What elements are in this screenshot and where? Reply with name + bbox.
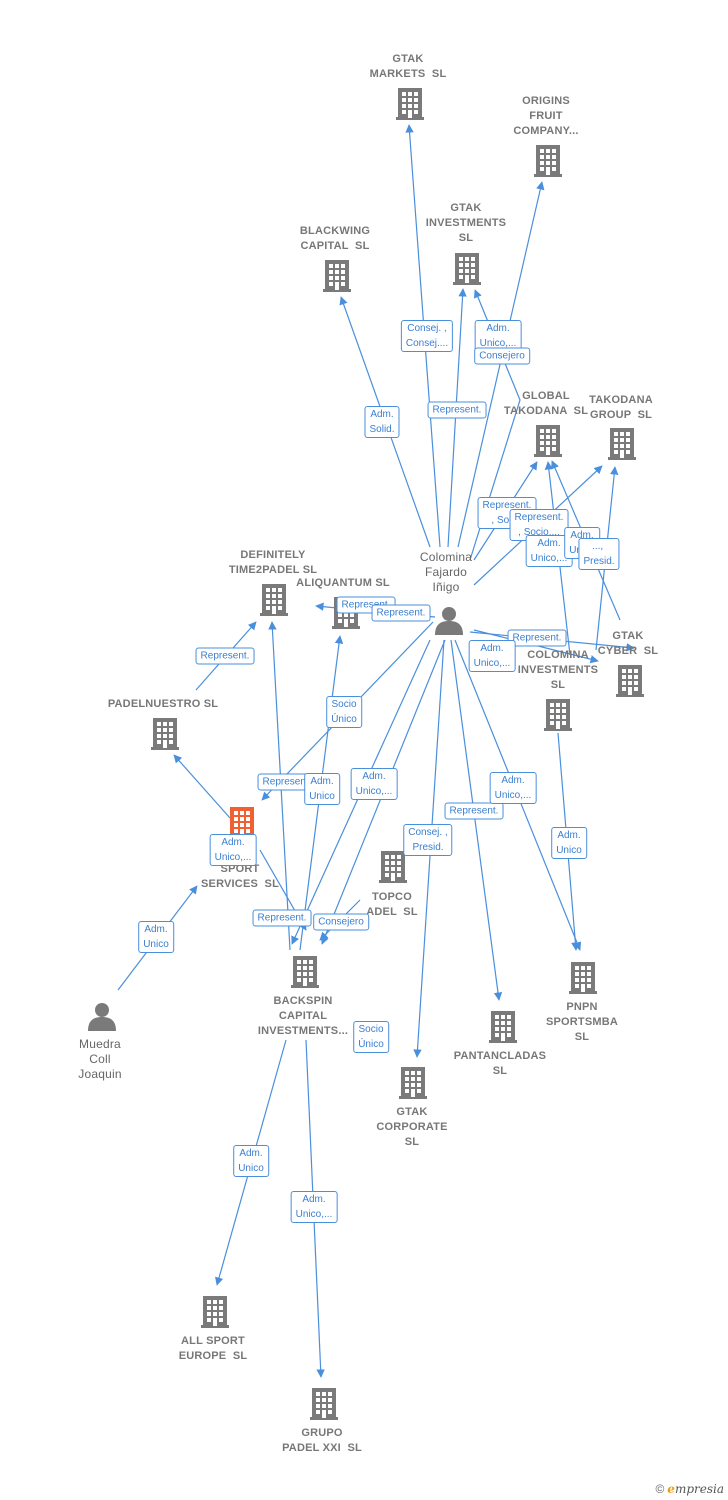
edge-label[interactable]: Consejero	[313, 913, 369, 931]
building-icon[interactable]	[544, 699, 572, 731]
building-icon[interactable]	[291, 956, 319, 988]
node-label-gtak-markets[interactable]: GTAK MARKETS SL	[369, 53, 447, 80]
node-label-muedra[interactable]: Muedra Coll Joaquin	[78, 1037, 122, 1081]
building-icon[interactable]	[489, 1011, 517, 1043]
node-label-padelnuestro[interactable]: PADELNUESTRO SL	[107, 698, 219, 710]
node-label-colomina-investments[interactable]: COLOMINA INVESTMENTS SL	[517, 649, 599, 691]
building-icon[interactable]	[310, 1388, 338, 1420]
edge-label[interactable]: Consej. , Consej....	[400, 320, 454, 352]
relation-edge	[457, 181, 545, 548]
edge-label[interactable]: Adm. Unico	[304, 773, 340, 805]
edge-label[interactable]: Represent.	[371, 604, 431, 622]
edge-label[interactable]: Consej. , Presid.	[403, 824, 453, 856]
node-label-topco[interactable]: TOPCO ADEL SL	[366, 891, 418, 918]
node-label-all-sport[interactable]: ALL SPORT EUROPE SL	[178, 1335, 248, 1362]
node-label-grupo-padel[interactable]: GRUPO PADEL XXI SL	[282, 1427, 362, 1454]
edge-label[interactable]: Adm. Unico,...	[290, 1191, 338, 1223]
edge-label[interactable]: Adm. Solid.	[364, 406, 400, 438]
node-label-gtak-corporate[interactable]: GTAK CORPORATE SL	[376, 1106, 448, 1148]
edge-label[interactable]: ..., Presid.	[578, 538, 620, 570]
icons-layer	[88, 88, 644, 1420]
edge-label[interactable]: Adm. Unico,...	[350, 768, 398, 800]
building-icon[interactable]	[453, 253, 481, 285]
node-label-backspin[interactable]: BACKSPIN CAPITAL INVESTMENTS...	[257, 995, 349, 1037]
node-label-pnpn[interactable]: PNPN SPORTSMBA SL	[545, 1001, 619, 1043]
node-label-takodana-group[interactable]: TAKODANA GROUP SL	[589, 394, 653, 421]
relation-edge	[173, 754, 231, 819]
node-label-origins[interactable]: ORIGINS FRUIT COMPANY...	[513, 95, 579, 137]
relation-edge	[450, 639, 503, 1001]
edge-label[interactable]: Represent.	[444, 802, 504, 820]
building-icon[interactable]	[396, 88, 424, 120]
edge-label[interactable]: Socio Único	[353, 1021, 389, 1053]
node-label-colomina[interactable]: Colomina Fajardo Iñigo	[419, 550, 473, 594]
copyright-icon: ©	[655, 1482, 665, 1496]
building-icon[interactable]	[608, 428, 636, 460]
building-icon[interactable]	[379, 851, 407, 883]
building-icon[interactable]	[151, 718, 179, 750]
edge-label[interactable]: Represent.	[195, 647, 255, 665]
edge-label[interactable]: Adm. Unico,...	[489, 772, 537, 804]
building-icon[interactable]	[534, 425, 562, 457]
person-icon[interactable]	[88, 1003, 116, 1031]
person-icon[interactable]	[435, 607, 463, 635]
node-label-aliquantum[interactable]: ALIQUANTUM SL	[296, 577, 390, 589]
node-label-blackwing[interactable]: BLACKWING CAPITAL SL	[299, 225, 371, 252]
edge-label[interactable]: Represent.	[507, 629, 567, 647]
building-icon[interactable]	[323, 260, 351, 292]
building-icon[interactable]	[534, 145, 562, 177]
node-label-gtak-investments[interactable]: GTAK INVESTMENTS SL	[425, 202, 507, 244]
edge-label[interactable]: Adm. Unico	[551, 827, 587, 859]
edge-label[interactable]: Adm. Unico	[138, 921, 174, 953]
footer: ©empresia	[655, 1482, 724, 1496]
building-icon[interactable]	[399, 1067, 427, 1099]
edge-label[interactable]: Adm. Unico	[233, 1145, 269, 1177]
edge-label[interactable]: Adm. Unico,...	[474, 320, 522, 352]
edge-label[interactable]: Represent.	[252, 909, 312, 927]
edge-label[interactable]: Adm. Unico,...	[468, 640, 516, 672]
edge-label[interactable]: Socio Único	[326, 696, 362, 728]
building-icon[interactable]	[201, 1296, 229, 1328]
node-label-gtak-cyber[interactable]: GTAK CYBER SL	[597, 630, 659, 657]
node-label-definitely[interactable]: DEFINITELY TIME2PADEL SL	[228, 549, 318, 576]
building-icon[interactable]	[260, 584, 288, 616]
edges-layer	[117, 124, 635, 1378]
edge-label[interactable]: Adm. Unico,...	[209, 834, 257, 866]
node-label-global-takodana[interactable]: GLOBAL TAKODANA SL	[503, 390, 589, 417]
building-icon[interactable]	[616, 665, 644, 697]
edge-label[interactable]: Represent.	[257, 773, 317, 791]
node-label-pantancladas[interactable]: PANTANCLADAS SL	[453, 1050, 547, 1077]
building-icon[interactable]	[569, 962, 597, 994]
edge-label[interactable]: Consejero	[474, 347, 530, 365]
edge-label[interactable]: Represent.	[427, 401, 487, 419]
brand-logo[interactable]: empresia	[667, 1482, 724, 1496]
